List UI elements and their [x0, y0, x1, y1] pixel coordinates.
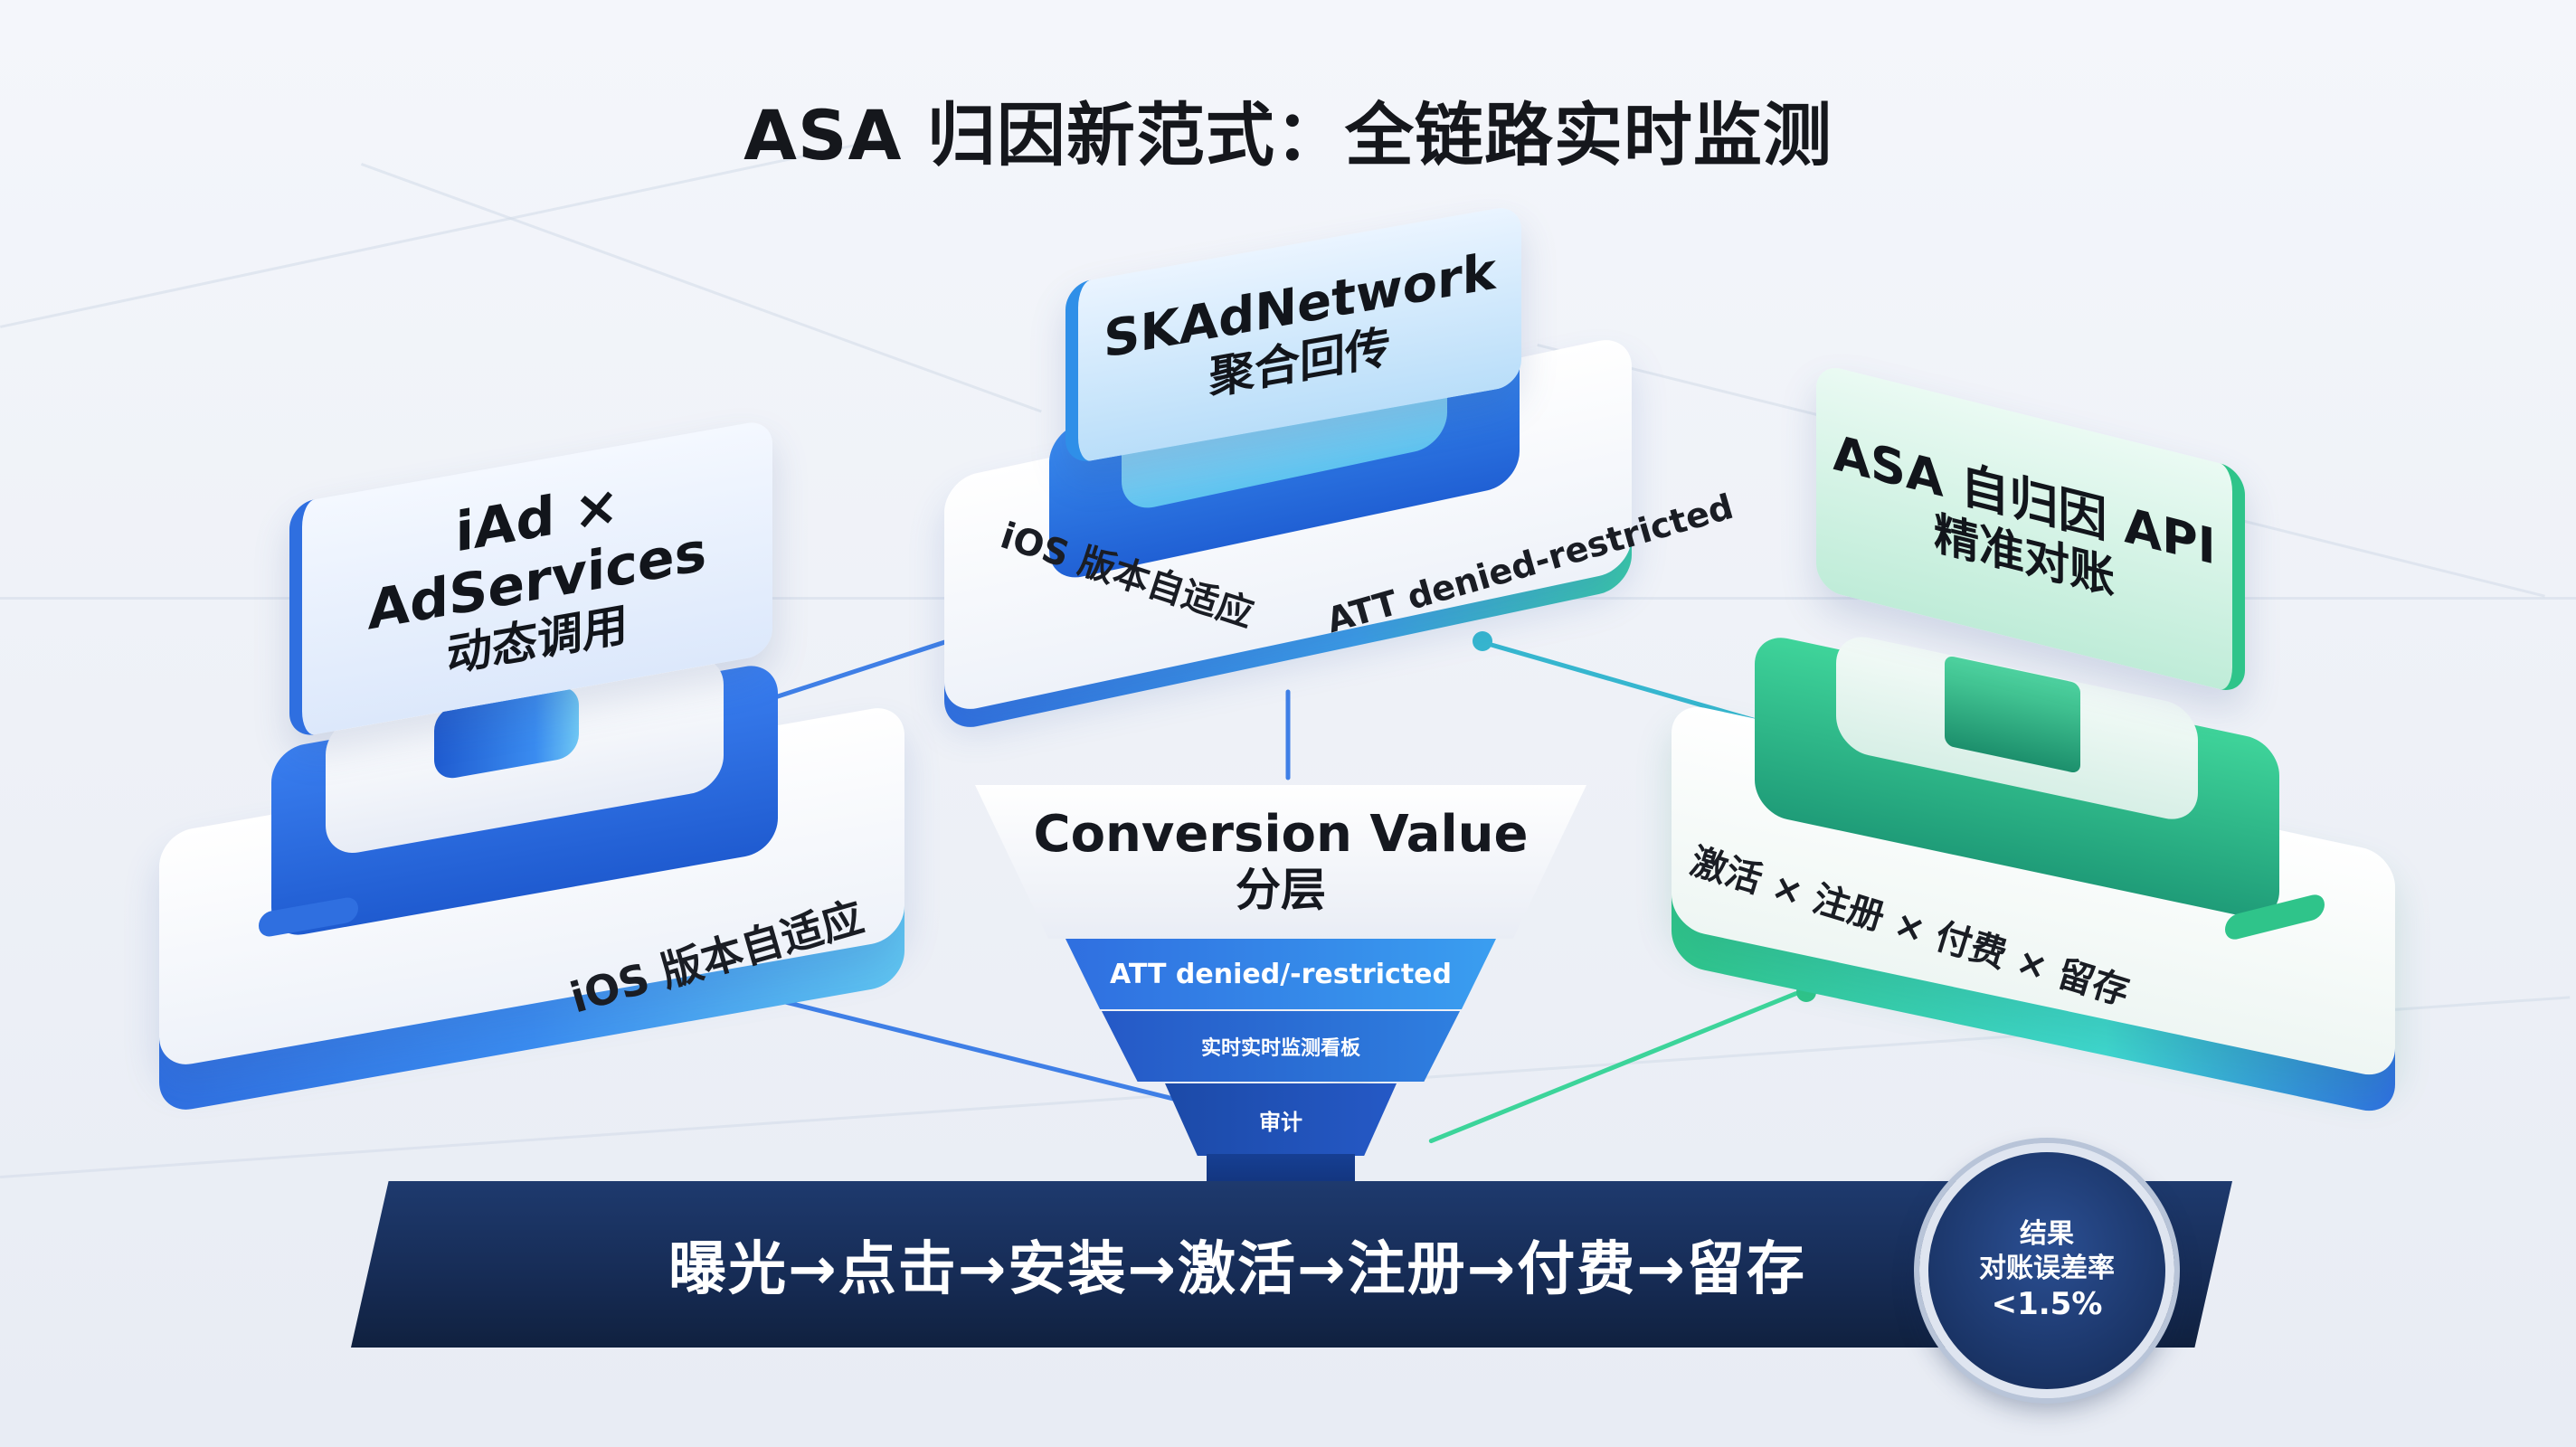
- badge-metric-value: <1.5%: [1991, 1286, 2103, 1323]
- badge-metric-name: 对账误差率: [1979, 1252, 2115, 1284]
- connector-right-lower: [1428, 990, 1799, 1144]
- result-badge: 结果 对账误差率 <1.5%: [1919, 1143, 2174, 1398]
- user-journey-bar: 曝光→点击→安装→激活→注册→付费→留存: [351, 1181, 2232, 1348]
- connector-center-down: [1285, 689, 1291, 780]
- funnel-layer-2: 实时实时监测看板: [1102, 1011, 1460, 1082]
- funnel-layer-3: 审计: [1165, 1083, 1397, 1156]
- funnel-title: Conversion Value: [1033, 805, 1529, 865]
- badge-label: 结果: [2020, 1218, 2074, 1251]
- connector-dot: [1473, 631, 1492, 651]
- page-title: ASA 归因新范式：全链路实时监测: [743, 95, 1833, 175]
- funnel-subtitle: 分层: [1236, 863, 1326, 916]
- user-journey-text: 曝光→点击→安装→激活→注册→付费→留存: [668, 1236, 1806, 1303]
- funnel-layer-1: ATT denied/-restricted: [1065, 939, 1496, 1009]
- floor-line: [360, 163, 1042, 413]
- funnel-header: Conversion Value 分层: [975, 785, 1586, 939]
